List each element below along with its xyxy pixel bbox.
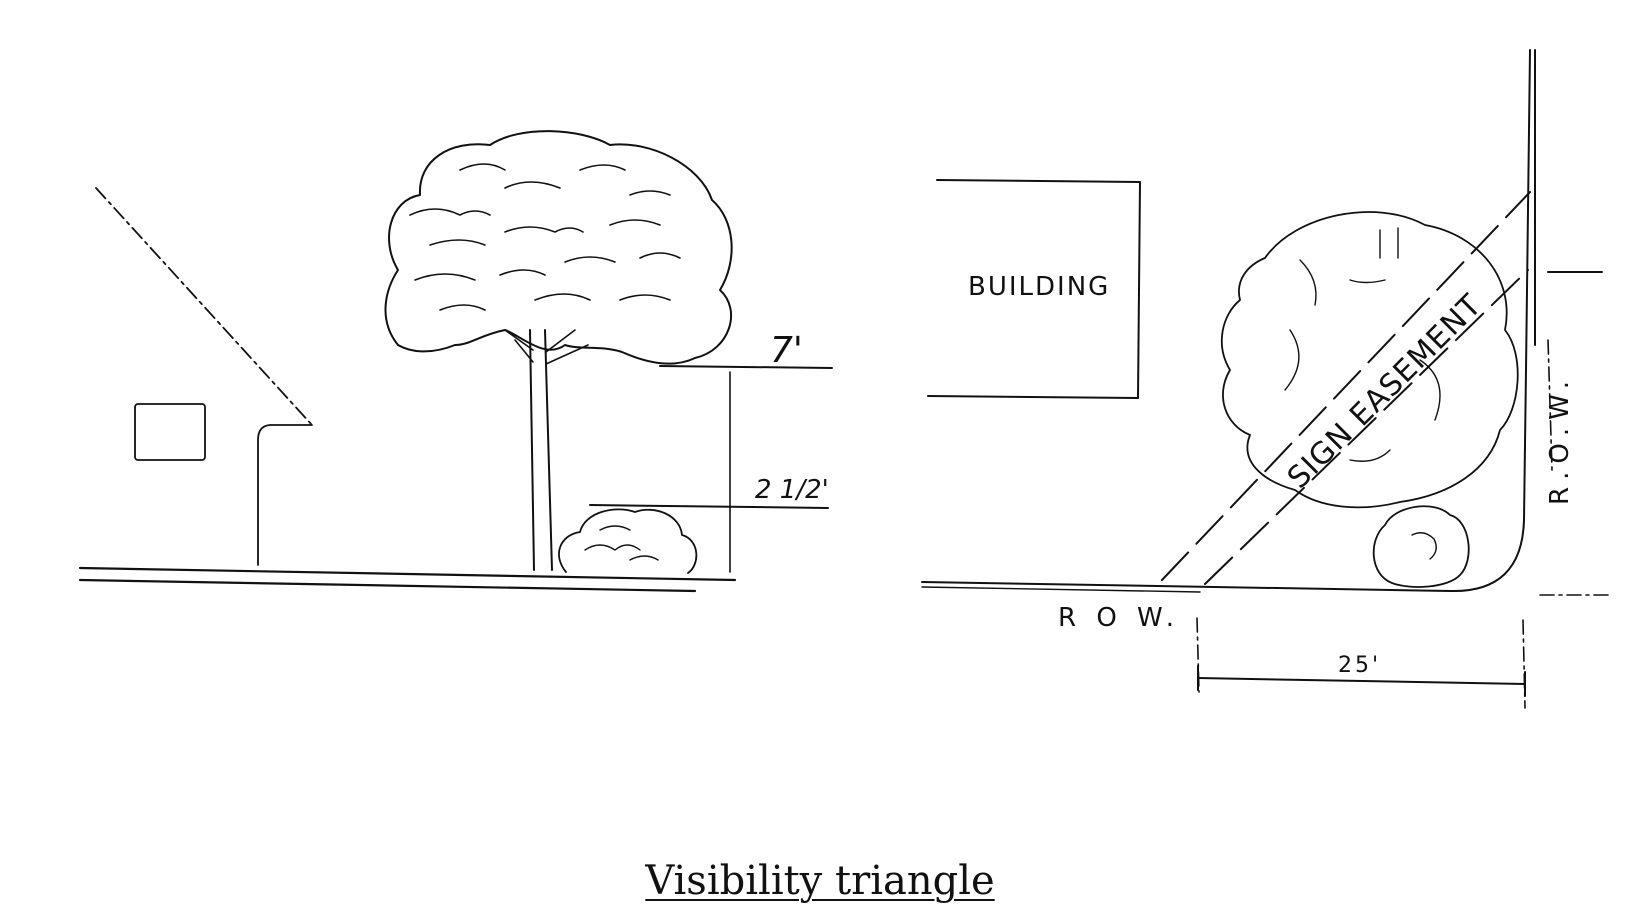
ground-line <box>78 566 737 593</box>
height-label-lower: 2 1/2' <box>755 475 829 505</box>
tree-trunk <box>529 329 553 571</box>
height-label-upper: 7' <box>770 330 803 371</box>
row-label-bottom: R O W. <box>1058 603 1180 633</box>
street-edges <box>921 49 1536 593</box>
building-outline <box>927 179 1141 399</box>
building-label: BUILDING <box>968 272 1110 302</box>
height-dimension <box>589 365 833 573</box>
distance-label: 25' <box>1338 653 1381 678</box>
plan-view: BUILDING <box>921 49 1609 709</box>
elevation-view: 7' 2 1/2' <box>78 130 833 593</box>
shrub <box>558 508 698 574</box>
tree-branches <box>504 329 589 365</box>
distance-dimension <box>1197 665 1526 697</box>
canopy-texture <box>409 163 681 311</box>
caption-text: Visibility triangle <box>645 858 995 904</box>
house-window <box>134 403 206 461</box>
sign-easement-lines <box>1161 191 1531 585</box>
tree-canopy <box>384 130 733 365</box>
plan-shrub <box>1372 505 1470 588</box>
easement-label: SIGN EASEMENT <box>1281 288 1489 496</box>
tree <box>384 130 733 571</box>
figure-caption: Visibility triangle <box>0 858 1640 904</box>
plan-tree <box>1220 211 1519 509</box>
row-label-right: R.O.W. <box>1545 373 1575 505</box>
house <box>95 187 313 566</box>
